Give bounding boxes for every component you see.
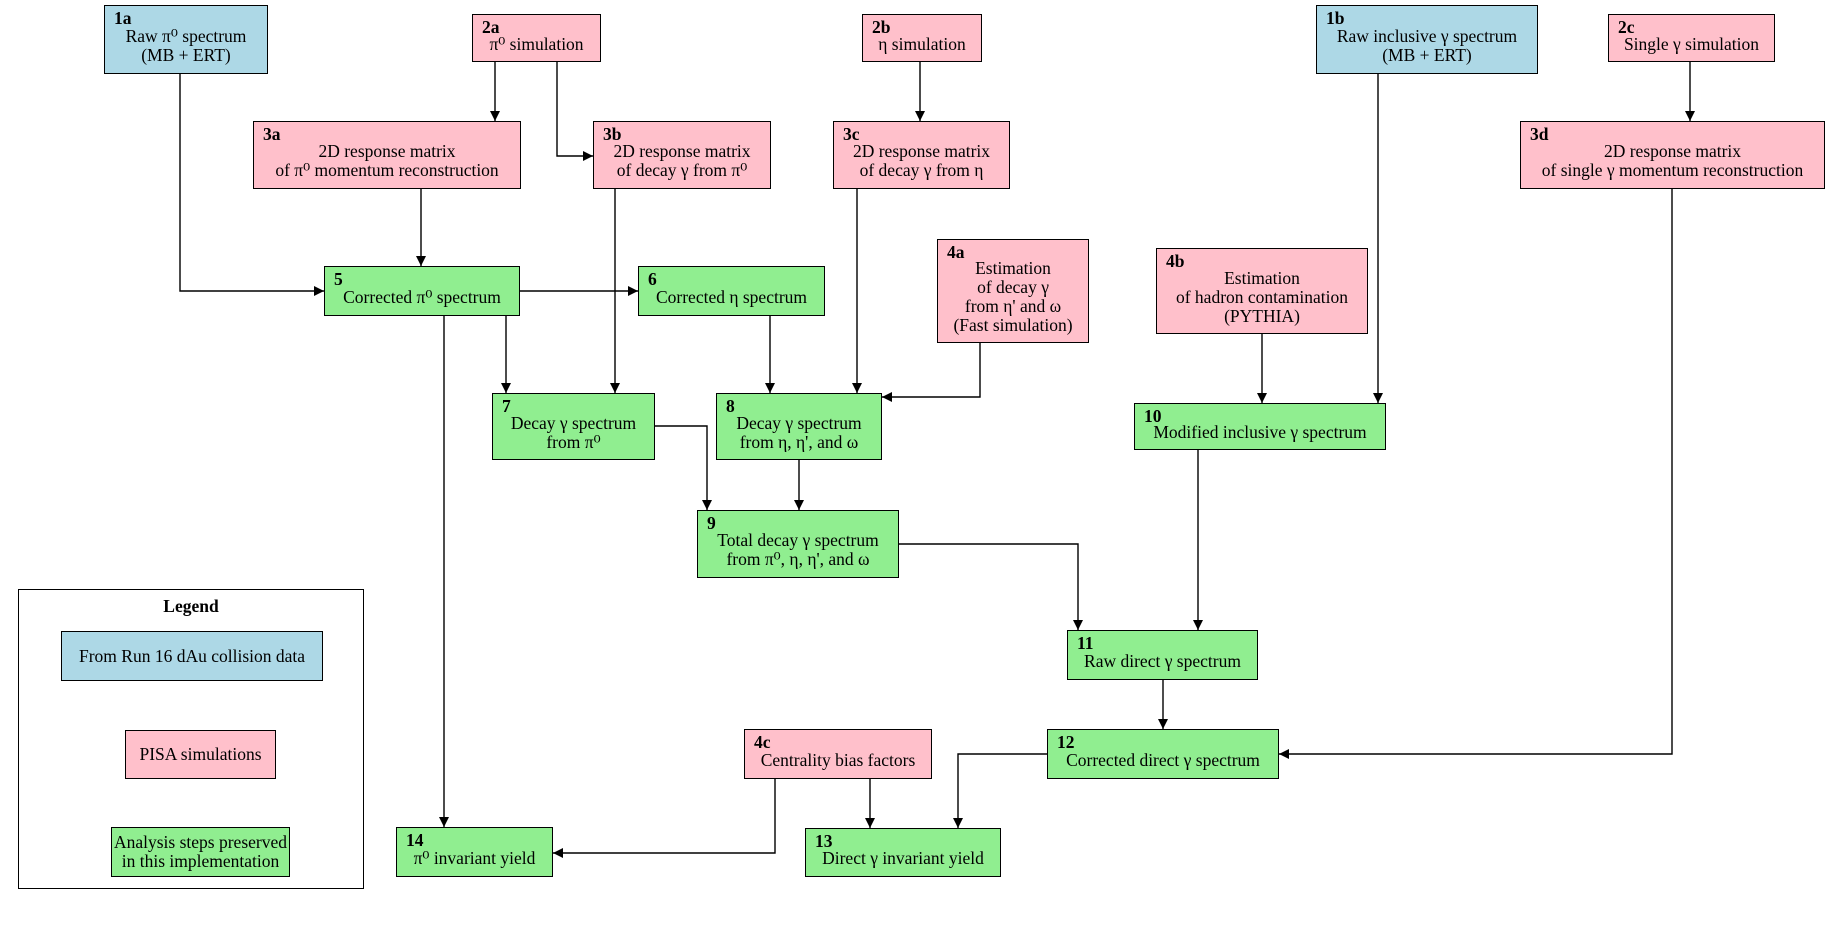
- edge-2a-3b: [556, 62, 593, 161]
- node-11: 11 Raw direct γ spectrum: [1067, 630, 1258, 680]
- legend-item-analysis: Analysis steps preserved in this impleme…: [111, 827, 290, 877]
- node-2a: 2a π⁰ simulation: [472, 14, 601, 62]
- node-1b: 1b Raw inclusive γ spectrum(MB + ERT): [1316, 5, 1538, 74]
- legend-item-simulation: PISA simulations: [125, 730, 276, 779]
- node-5: 5 Corrected π⁰ spectrum: [324, 266, 520, 316]
- node-14: 14 π⁰ invariant yield: [396, 827, 553, 877]
- edge-4a-8: [882, 343, 981, 402]
- edge-4c-14: [553, 779, 776, 858]
- node-1a: 1a Raw π⁰ spectrum(MB + ERT): [104, 5, 268, 74]
- edge-1a-5: [179, 74, 324, 296]
- legend-item-data: From Run 16 dAu collision data: [61, 631, 323, 681]
- edge-3d-12: [1279, 189, 1673, 759]
- node-2c: 2c Single γ simulation: [1608, 14, 1775, 62]
- node-10: 10 Modified inclusive γ spectrum: [1134, 403, 1386, 450]
- edge-7-9: [655, 425, 712, 510]
- legend-title: Legend: [163, 596, 219, 616]
- legend: Legend From Run 16 dAu collision data PI…: [18, 589, 364, 889]
- node-6: 6 Corrected η spectrum: [638, 266, 825, 316]
- edge-9-11: [899, 543, 1083, 630]
- node-12: 12 Corrected direct γ spectrum: [1047, 729, 1279, 779]
- node-4c: 4c Centrality bias factors: [744, 729, 932, 779]
- edge-12-13: [953, 753, 1047, 828]
- node-13: 13 Direct γ invariant yield: [805, 828, 1001, 877]
- node-2b: 2b η simulation: [862, 14, 982, 62]
